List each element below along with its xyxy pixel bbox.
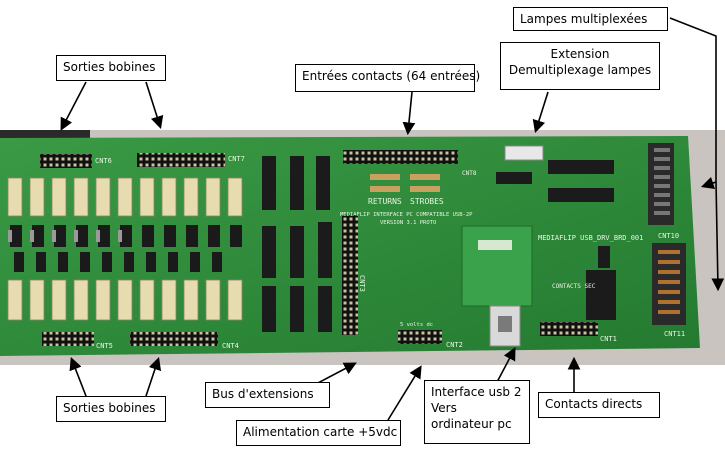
- label-lampes-multiplexees: Lampes multiplexées: [513, 7, 668, 31]
- cnt7-connector: [137, 153, 225, 167]
- board-version-silk: VERSION 3.1 PROTO: [380, 220, 436, 226]
- usb-module: [461, 225, 533, 307]
- returns-silk: RETURNS: [368, 197, 402, 206]
- ic-chips: [262, 156, 616, 332]
- cnt7-silk: CNT7: [228, 155, 245, 163]
- label-contacts-directs: Contacts directs: [538, 392, 660, 418]
- coil-driver-area: [7, 177, 243, 321]
- cnt2-silk: CNT2: [446, 341, 463, 349]
- usb-connector: [489, 305, 521, 347]
- label-sorties-bobines-bottom: Sorties bobines: [56, 396, 166, 422]
- cnt10-silk: CNT10: [658, 232, 679, 240]
- cnt2-connector: [398, 330, 442, 344]
- cnt5-connector: [42, 332, 94, 346]
- board-title-silk: MEDIAFLIP INTERFACE PC COMPATIBLE USB-2P: [340, 212, 473, 218]
- label-interface-usb-line3: ordinateur pc: [431, 417, 512, 431]
- extension-connector: [504, 145, 544, 161]
- label-bus-extensions: Bus d'extensions: [205, 382, 330, 408]
- cnt11-silk: CNT11: [664, 330, 685, 338]
- label-interface-usb-line2: Vers: [431, 401, 457, 415]
- vdc-silk: 5 volts dc: [400, 322, 433, 328]
- cnt4-connector: [130, 332, 218, 346]
- label-extension: Extension Demultiplexage lampes: [500, 42, 660, 90]
- strobes-silk: STROBES: [410, 197, 444, 206]
- board-name-silk: MEDIAFLIP USB_DRV_BRD_001: [538, 234, 643, 242]
- cnt3-silk: CNT3: [358, 275, 366, 292]
- label-interface-usb: Interface usb 2 Vers ordinateur pc: [424, 380, 530, 444]
- cnt3-connector: [342, 215, 358, 335]
- cnt5-silk: CNT5: [96, 342, 113, 350]
- label-extension-line1: Extension: [550, 47, 610, 61]
- cnt1-connector: [540, 322, 598, 336]
- contacts-sec-silk: CONTACTS SEC: [552, 283, 596, 290]
- label-extension-line2: Demultiplexage lampes: [508, 63, 652, 77]
- label-interface-usb-line1: Interface usb 2: [431, 385, 522, 399]
- label-sorties-bobines-top: Sorties bobines: [56, 55, 166, 81]
- cnt6-connector: [40, 154, 92, 168]
- cnt6-silk: CNT6: [95, 157, 112, 165]
- label-alimentation: Alimentation carte +5vdc: [236, 420, 401, 446]
- cnt4-silk: CNT4: [222, 342, 239, 350]
- cnt1-silk: CNT1: [600, 335, 617, 343]
- cnt8-silk: CNT8: [462, 170, 477, 177]
- cnt8-connector: [343, 150, 458, 164]
- label-entrees-contacts: Entrées contacts (64 entrées): [295, 64, 480, 92]
